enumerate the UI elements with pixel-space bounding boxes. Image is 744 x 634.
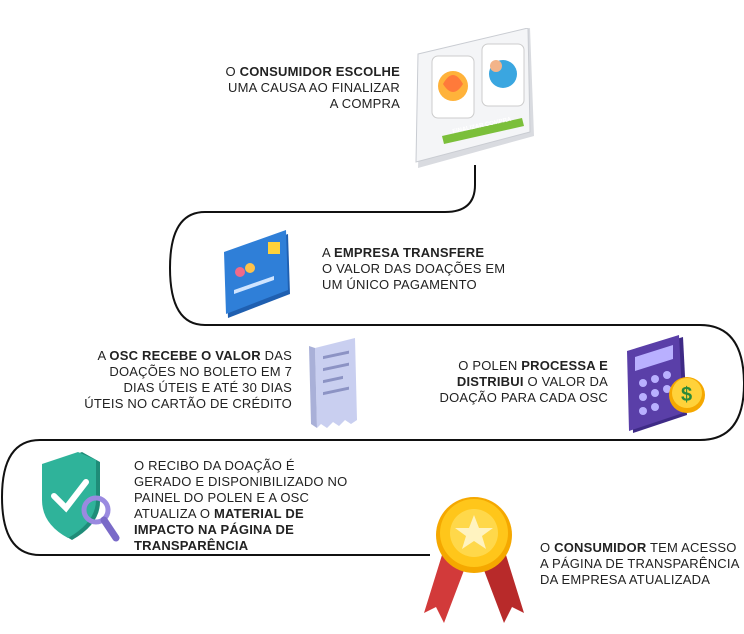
step-1-bold: CONSUMIDOR ESCOLHE [239, 64, 400, 79]
tablet-icon: FINALIZAR COMPRA [412, 28, 542, 168]
step-4-bold: OSC RECEBE O VALOR [109, 348, 261, 363]
receipt-icon [305, 338, 363, 432]
step-4-post: DAS DOAÇÕES NO BOLETO EM 7 DIAS ÚTEIS E … [84, 348, 292, 411]
step-4-pre: A [97, 348, 110, 363]
step-2-post: O VALOR DAS DOAÇÕES EM UM ÚNICO PAGAMENT… [322, 261, 506, 292]
step-2-pre: A [322, 245, 334, 260]
step-3-post: O VALOR DA DOAÇÃO PARA CADA OSC [439, 374, 608, 405]
step-6-post: TEM ACESSO A PÁGINA DE TRANSPARÊNCIA DA … [540, 540, 739, 587]
step-3-text: O POLEN PROCESSA E DISTRIBUI O VALOR DA … [420, 358, 608, 406]
step-2-text: A EMPRESA TRANSFERE O VALOR DAS DOAÇÕES … [322, 245, 512, 293]
step-3-pre: O POLEN [458, 358, 522, 373]
credit-card-icon [222, 228, 294, 318]
svg-text:$: $ [681, 384, 692, 406]
step-5-pre: O RECIBO DA DOAÇÃO É GERADO E DISPONIBIL… [134, 458, 348, 521]
step-3-bold: PROCESSA E DISTRIBUI [456, 358, 608, 389]
step-1-post: UMA CAUSA AO FINALIZAR A COMPRA [228, 80, 400, 111]
step-1-text: O CONSUMIDOR ESCOLHE UMA CAUSA AO FINALI… [218, 64, 400, 112]
step-6-text: O CONSUMIDOR TEM ACESSO A PÁGINA DE TRAN… [540, 540, 744, 588]
medal-icon [422, 495, 526, 625]
step-5-bold: MATERIAL DE IMPACTO NA PÁGINA DE TRANSPA… [134, 506, 304, 553]
step-2-bold: EMPRESA TRANSFERE [333, 245, 485, 260]
step-1-pre: O [225, 64, 240, 79]
step-4-text: A OSC RECEBE O VALOR DAS DOAÇÕES NO BOLE… [84, 348, 292, 412]
step-6-pre: O [540, 540, 555, 555]
step-5-text: O RECIBO DA DOAÇÃO É GERADO E DISPONIBIL… [134, 458, 349, 554]
shield-check-icon [38, 452, 122, 544]
calculator-icon: $ [625, 335, 707, 435]
step-6-bold: CONSUMIDOR [554, 540, 647, 555]
